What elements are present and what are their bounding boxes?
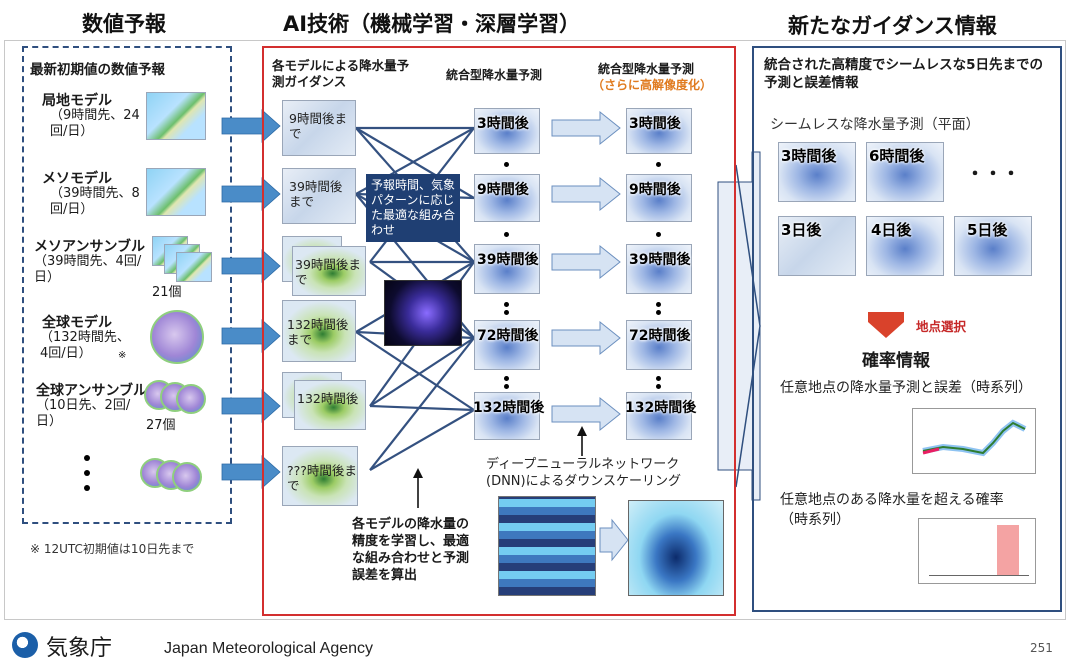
left-panel-title: 最新初期値の数値予報 xyxy=(30,62,165,78)
model-mesoens-map-3 xyxy=(176,252,212,282)
highres-map-72h: 72時間後 xyxy=(626,320,692,370)
integrated-map-3h: 3時間後 xyxy=(474,108,540,154)
dnn-input-map xyxy=(498,496,596,596)
guidance-map-2: 39時間後まで xyxy=(282,168,356,224)
timeseries-error-label: 任意地点の降水量予測と誤差（時系列） xyxy=(780,380,1032,396)
seamless-map-3d: 3日後 xyxy=(778,216,856,276)
highres-dot xyxy=(656,310,661,315)
guidance-panel xyxy=(752,46,1062,612)
integrated-dot xyxy=(504,376,509,381)
model-meso-sub: （39時間先、8回/日） xyxy=(50,186,140,217)
integrated-map-72h: 72時間後 xyxy=(474,320,540,370)
highres-dot xyxy=(656,384,661,389)
highres-column-subtitle: （さらに高解像度化） xyxy=(592,78,713,92)
timeseries-prob-label: 任意地点のある降水量を超える確率（時系列） xyxy=(780,492,1004,528)
model-global-name: 全球モデル xyxy=(42,315,112,331)
model-meso-name: メソモデル xyxy=(42,171,112,187)
dnn-output-map xyxy=(628,500,724,596)
header-ai: AI技術（機械学習・深層学習） xyxy=(283,12,581,36)
guidance-map-5: 132時間後 xyxy=(294,380,366,430)
highres-dot xyxy=(656,376,661,381)
highres-dot xyxy=(656,162,661,167)
model-globalens-sub: （10日先、2回/日） xyxy=(36,398,131,429)
integrated-dot xyxy=(504,162,509,167)
timeseries-error-chart xyxy=(912,408,1036,474)
left-panel xyxy=(22,46,232,524)
footer-org-jp: 気象庁 xyxy=(46,636,113,661)
integrated-dot xyxy=(504,384,509,389)
jma-logo xyxy=(12,632,38,658)
model-global-sub: （132時間先、4回/日） xyxy=(40,330,130,361)
model-meso-map xyxy=(146,168,206,216)
guidance-map-1: 9時間後まで xyxy=(282,100,356,156)
page-number: 251 xyxy=(1030,641,1053,655)
integrated-dot xyxy=(504,232,509,237)
dnn-note: ディープニューラルネットワーク(DNN)によるダウンスケーリング xyxy=(486,457,681,489)
header-nwp: 数値予報 xyxy=(82,12,166,36)
guidance-panel-title: 統合された高精度でシームレスな5日先までの予測と誤差情報 xyxy=(764,57,1043,91)
model-mesoens-sub: （39時間先、4回/日） xyxy=(34,254,142,285)
seamless-label: シームレスな降水量予測（平面） xyxy=(770,117,980,133)
highres-column-title: 統合型降水量予測 xyxy=(598,62,695,76)
highres-map-39h: 39時間後 xyxy=(626,244,692,294)
timeseries-prob-plot xyxy=(929,525,1029,576)
highres-dot xyxy=(656,232,661,237)
integrated-map-132h: 132時間後 xyxy=(473,392,544,440)
left-ellipsis-dot-3 xyxy=(84,485,90,491)
combination-callout-text: 予報時間、気象パターンに応じた最適な組み合わせ xyxy=(371,178,456,237)
model-other-globe-3 xyxy=(172,462,202,492)
seamless-map-3h: 3時間後 xyxy=(778,142,856,202)
integrated-map-39h: 39時間後 xyxy=(474,244,540,294)
timeseries-prob-chart xyxy=(918,518,1036,584)
model-globalens-name: 全球アンサンブル xyxy=(36,383,148,399)
guidance-map-3: 39時間後まで xyxy=(292,246,366,296)
model-local-sub: （9時間先、24回/日） xyxy=(50,108,140,139)
timeseries-error-plot xyxy=(922,419,1027,457)
highres-map-9h: 9時間後 xyxy=(626,174,692,222)
model-mesoens-name: メソアンサンブル xyxy=(34,239,146,255)
left-ellipsis-dot-2 xyxy=(84,470,90,476)
model-globalens-globe-3 xyxy=(176,384,206,414)
seamless-map-4d: 4日後 xyxy=(866,216,944,276)
model-local-name: 局地モデル xyxy=(42,93,112,109)
ai-panel xyxy=(262,46,736,616)
integrated-column-title: 統合型降水量予測 xyxy=(446,68,543,82)
footer-org-en: Japan Meteorological Agency xyxy=(164,640,374,657)
guidance-map-6: ???時間後まで xyxy=(282,446,358,506)
model-mesoens-count: 21個 xyxy=(152,285,182,300)
outer-frame xyxy=(4,40,1066,620)
highres-dot xyxy=(656,302,661,307)
model-global-mark: ※ xyxy=(118,350,127,361)
integrated-dot xyxy=(504,310,509,315)
integrated-map-9h: 9時間後 xyxy=(474,174,540,222)
seamless-map-5d: 5日後 xyxy=(954,216,1032,276)
learning-note: 各モデルの降水量の精度を学習し、最適な組み合わせと予測誤差を算出 xyxy=(352,517,470,583)
guidance-column-title: 各モデルによる降水量予測ガイダンス xyxy=(272,58,410,89)
left-footnote: ※ 12UTC初期値は10日先まで xyxy=(30,542,195,556)
probability-title: 確率情報 xyxy=(862,351,930,371)
highres-map-3h: 3時間後 xyxy=(626,108,692,154)
highres-map-132h: 132時間後 xyxy=(625,392,696,440)
seamless-ellipsis: ・・・ xyxy=(966,164,1020,185)
point-select-label: 地点選択 xyxy=(916,319,967,334)
combination-callout: 予報時間、気象パターンに応じた最適な組み合わせ xyxy=(366,174,460,242)
model-globalens-count: 27個 xyxy=(146,418,176,433)
model-global-globe xyxy=(150,310,204,364)
left-ellipsis-dot-1 xyxy=(84,455,90,461)
header-guidance: 新たなガイダンス情報 xyxy=(788,14,997,38)
guidance-map-4: 132時間後まで xyxy=(282,300,356,362)
integrated-dot xyxy=(504,302,509,307)
model-local-map xyxy=(146,92,206,140)
ai-brain-image xyxy=(384,280,462,346)
seamless-map-6h: 6時間後 xyxy=(866,142,944,202)
